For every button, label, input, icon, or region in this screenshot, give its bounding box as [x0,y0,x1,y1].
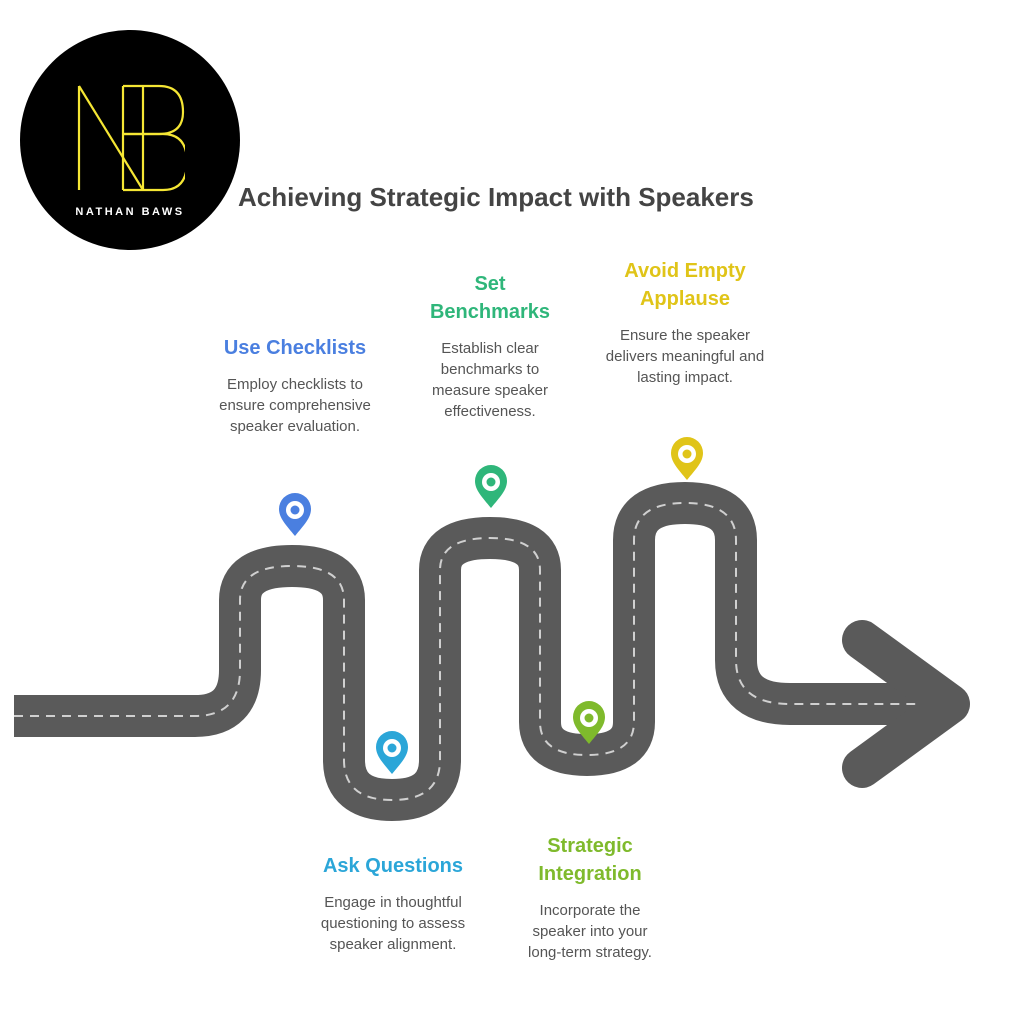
brand-name: NATHAN BAWS [75,206,185,218]
map-pin-icon [475,465,507,508]
step-description: Employ checklists to ensure comprehensiv… [219,376,371,435]
step-title: Set Benchmarks [429,273,551,323]
step-description: Establish clear benchmarks to measure sp… [432,340,548,420]
step-avoid-empty-applause: Avoid Empty Applause Ensure the speaker … [595,257,775,388]
map-pin-icon [671,437,703,480]
map-pin-icon [376,731,408,774]
step-title: Strategic Integration [538,835,642,885]
nb-monogram-icon [77,84,185,192]
page-title: Achieving Strategic Impact with Speakers [238,182,754,212]
step-set-benchmarks: Set Benchmarks Establish clear benchmark… [405,270,575,422]
map-pin-icon [279,493,311,536]
step-description: Incorporate the speaker into your long-t… [528,902,652,961]
step-ask-questions: Ask Questions Engage in thoughtful quest… [293,852,493,955]
step-description: Engage in thoughtful questioning to asse… [320,894,466,953]
map-pin-icon [573,701,605,744]
arrow-head-icon [842,620,970,788]
step-title: Use Checklists [223,337,367,359]
road-centerline [14,501,955,802]
step-title: Ask Questions [322,855,464,877]
step-use-checklists: Use Checklists Employ checklists to ensu… [195,334,395,437]
step-strategic-integration: Strategic Integration Incorporate the sp… [505,832,675,963]
brand-logo: NATHAN BAWS [20,30,240,250]
step-description: Ensure the speaker delivers meaningful a… [605,327,765,386]
road-path [14,482,955,821]
step-title: Avoid Empty Applause [624,260,746,310]
